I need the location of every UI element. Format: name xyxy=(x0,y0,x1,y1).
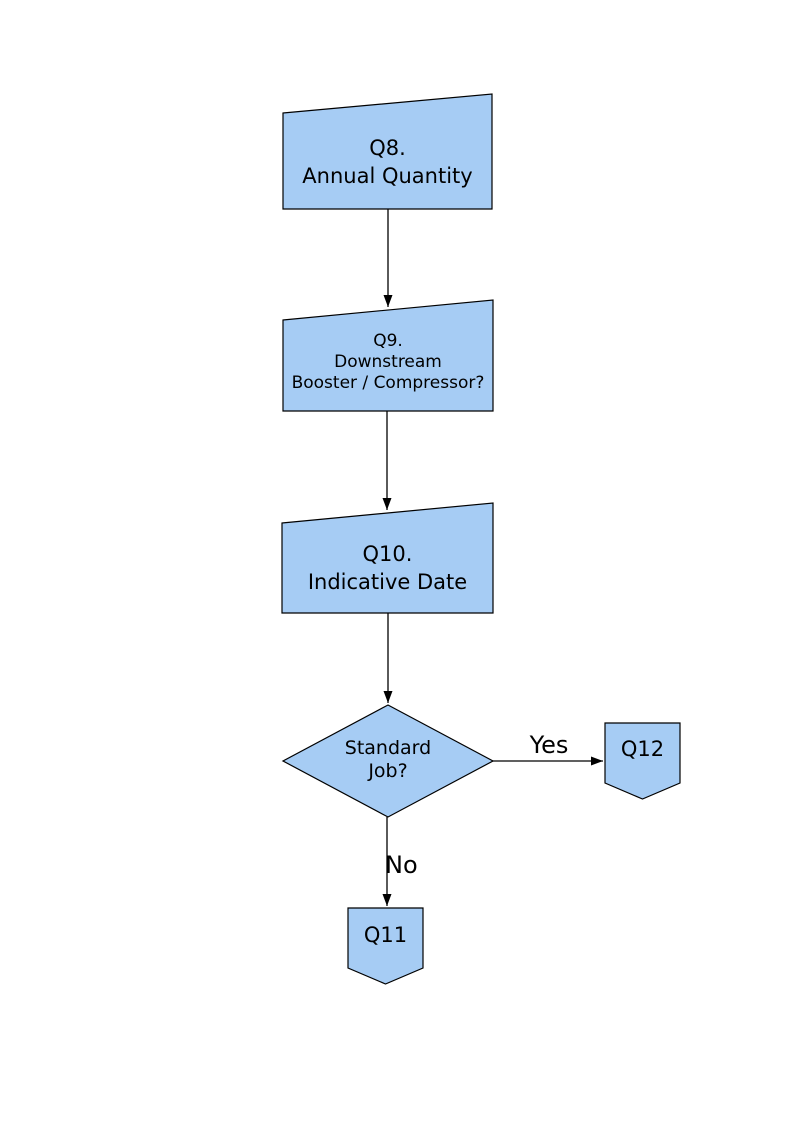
node-label: Q10. Indicative Date xyxy=(307,542,468,594)
node-label: Q12 xyxy=(620,737,665,761)
node-q12: Q12 xyxy=(604,722,681,800)
edge-label-no: No xyxy=(385,851,418,879)
decision-diamond-shape xyxy=(281,704,495,818)
node-q11: Q11 xyxy=(347,907,424,985)
node-label: Q11 xyxy=(363,923,408,947)
offpage-connector-shape xyxy=(347,907,424,985)
card-shape xyxy=(282,299,494,412)
node-q9: Q9. Downstream Booster / Compressor? xyxy=(282,299,494,412)
edge-label-yes: Yes xyxy=(529,731,569,759)
card-shape xyxy=(282,93,493,210)
node-label: Standard Job? xyxy=(344,737,432,782)
card-shape xyxy=(281,502,494,614)
node-label: Q9. Downstream Booster / Compressor? xyxy=(291,331,485,393)
node-standard-job-decision: Standard Job? xyxy=(281,704,495,818)
node-q8: Q8. Annual Quantity xyxy=(282,93,493,210)
offpage-connector-shape xyxy=(604,722,681,800)
node-q10: Q10. Indicative Date xyxy=(281,502,494,614)
node-label: Q8. Annual Quantity xyxy=(302,136,473,188)
